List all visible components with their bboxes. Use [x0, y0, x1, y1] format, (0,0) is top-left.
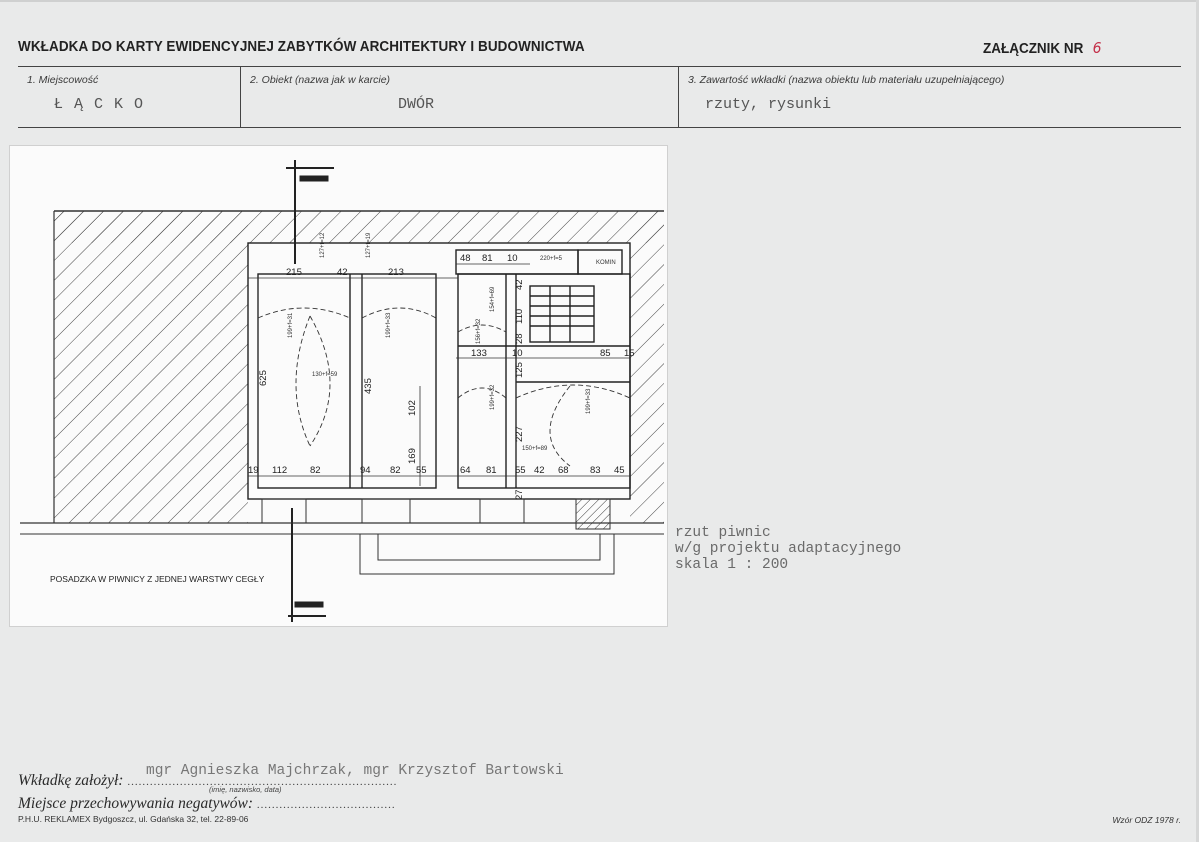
cellar-floor-plan: 215 42 213 48 81 10 133 10 85 15 19 112 … — [20, 160, 664, 622]
vault-label: 127+f=19 — [366, 232, 372, 258]
light-wells — [261, 498, 615, 575]
dim-label: 42 — [337, 267, 348, 278]
field-label: 2. Obiekt (nazwa jak w karcie) — [250, 74, 391, 86]
founder-value: mgr Agnieszka Majchrzak, mgr Krzysztof B… — [146, 763, 564, 779]
dim-label: 83 — [590, 465, 601, 476]
dim-label: 55 — [416, 465, 427, 476]
caption-line: rzut piwnic — [675, 525, 771, 541]
vault-label: 154+f=69 — [490, 286, 496, 312]
building-walls — [247, 242, 631, 500]
dotted-line: ..................................... — [256, 799, 396, 811]
negatives-label: Miejsce przechowywania negatywów: — [18, 795, 254, 812]
dim-label: 110 — [514, 309, 525, 324]
vault-label: 199+f=31 — [288, 312, 294, 338]
dim-label: 125 — [514, 362, 525, 378]
chimney-label: KOMIN — [596, 260, 616, 266]
printer-imprint: P.H.U. REKLAMEX Bydgoszcz, ul. Gdańska 3… — [18, 814, 249, 824]
floor-plan-sheet: 215 42 213 48 81 10 133 10 85 15 19 112 … — [10, 146, 667, 626]
page-edge-right — [1196, 0, 1199, 842]
dim-label: 64 — [460, 465, 471, 476]
dim-label: 45 — [614, 465, 625, 476]
dim-label: 213 — [388, 267, 404, 278]
field-label: 1. Miejscowość — [27, 74, 99, 86]
founder-hint: (imię, nazwisko, data) — [209, 785, 282, 794]
floor-note: POSADZKA W PIWNICY Z JEDNEJ WARSTWY CEGŁ… — [50, 574, 265, 584]
vault-lines — [257, 307, 631, 467]
record-fields: 1. Miejscowość Ł Ą C K O 2. Obiekt (nazw… — [18, 66, 1181, 128]
dim-label: 82 — [390, 465, 401, 476]
field-value: rzuty, rysunki — [705, 96, 832, 113]
negatives-row: Miejsce przechowywania negatywów: ......… — [18, 795, 396, 813]
vault-label: 199+f=32 — [490, 384, 496, 410]
dim-label: 227 — [514, 426, 525, 442]
dim-label: 112 — [272, 465, 287, 476]
field-value: Ł Ą C K O — [54, 96, 145, 113]
dim-label: 19 — [248, 465, 259, 476]
annex-number: 6 — [1092, 39, 1102, 57]
plan-dimensions: 215 42 213 48 81 10 133 10 85 15 19 112 … — [248, 253, 635, 500]
page-edge — [0, 0, 1199, 2]
dotted-line: ........................................… — [127, 776, 398, 788]
dim-label: 85 — [600, 348, 611, 359]
dim-label: 102 — [407, 400, 418, 416]
dim-label: 42 — [534, 465, 545, 476]
form-model: Wzór ODZ 1978 r. — [1112, 815, 1181, 825]
annex-heading: ZAŁĄCZNIK NR 6 — [983, 39, 1102, 57]
vault-label: 156+f=32 — [476, 318, 482, 344]
vault-label: 199+f=33 — [386, 312, 392, 338]
dim-label: 435 — [363, 378, 374, 394]
dim-label: 42 — [514, 279, 525, 290]
annex-label: ZAŁĄCZNIK NR — [983, 41, 1084, 57]
dim-label: 10 — [507, 253, 518, 264]
field-label: 3. Zawartość wkładki (nazwa obiektu lub … — [688, 74, 1005, 86]
field-locality: 1. Miejscowość Ł Ą C K O — [18, 67, 240, 127]
dim-label: 82 — [310, 465, 321, 476]
vault-label: 220+f=5 — [540, 256, 563, 262]
dim-label: 55 — [515, 465, 526, 476]
field-content: 3. Zawartość wkładki (nazwa obiektu lub … — [678, 67, 1181, 127]
dim-label: 15 — [624, 348, 635, 359]
field-object: 2. Obiekt (nazwa jak w karcie) DWÓR — [240, 67, 678, 127]
dim-label: 27 — [514, 489, 525, 500]
dim-label: 48 — [460, 253, 471, 264]
field-value: DWÓR — [398, 96, 435, 113]
dim-label: 10 — [512, 348, 523, 359]
vault-annotations: 199+f=31 199+f=33 130+f=59 150+f=89 154+… — [288, 232, 616, 452]
dimension-lines — [248, 263, 630, 486]
dim-label: 169 — [407, 448, 418, 464]
vault-label: 199+f=33 — [586, 388, 592, 414]
section-markers — [286, 160, 334, 622]
dim-label: 133 — [471, 348, 487, 359]
dim-label: 81 — [486, 465, 497, 476]
caption-line: w/g projektu adaptacyjnego — [675, 541, 902, 557]
form-title: WKŁADKA DO KARTY EWIDENCYJNEJ ZABYTKÓW A… — [18, 39, 585, 55]
dim-label: 68 — [558, 465, 569, 476]
vault-label: 130+f=59 — [312, 372, 338, 378]
vault-label: 127+f=12 — [320, 232, 326, 258]
earth-hatch — [20, 210, 664, 535]
dim-label: 81 — [482, 253, 493, 264]
dim-label: 215 — [286, 267, 302, 278]
vault-label: 150+f=89 — [522, 446, 548, 452]
founder-label: Wkładkę założył: — [18, 772, 124, 789]
dim-label: 625 — [258, 370, 269, 386]
caption-line: skala 1 : 200 — [675, 557, 789, 573]
dim-label: 28 — [514, 333, 525, 344]
founder-row: Wkładkę założył: .......................… — [18, 772, 397, 790]
dim-label: 94 — [360, 465, 371, 476]
